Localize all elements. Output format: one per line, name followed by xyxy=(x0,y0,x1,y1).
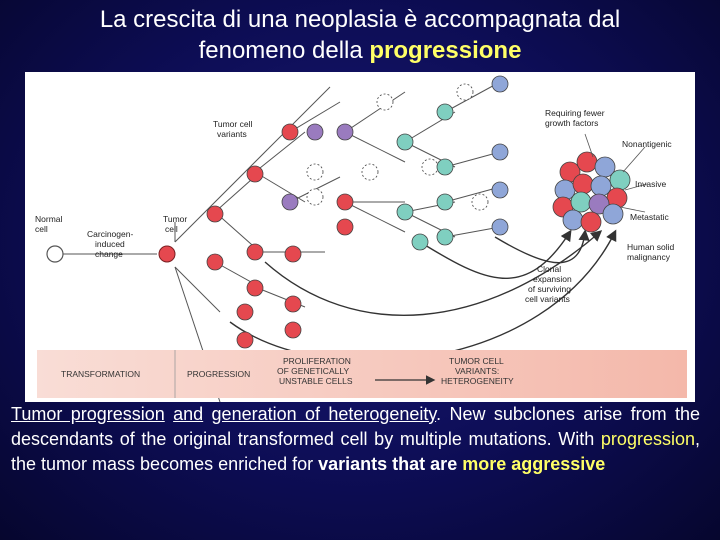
label-carcinogen-1: Carcinogen- xyxy=(87,229,133,239)
caption-part-7: progression xyxy=(600,429,695,449)
band-transformation: TRANSFORMATION xyxy=(61,369,140,379)
title-line-2-prefix: fenomeno della xyxy=(198,37,370,64)
label-clonal-3: of surviving xyxy=(528,284,571,294)
band-prolif-3: UNSTABLE CELLS xyxy=(279,376,353,386)
label-carcinogen-3: change xyxy=(95,249,123,259)
label-metastatic: Metastatic xyxy=(630,212,669,222)
label-malignancy-1: Human solid xyxy=(627,242,675,252)
caption-part-4 xyxy=(203,404,211,424)
slide-title: La crescita di una neoplasia è accompagn… xyxy=(0,4,720,66)
label-normal-cell-1: Normal xyxy=(35,214,63,224)
label-tumor-cell-1: Tumor xyxy=(163,214,187,224)
label-variants-2: variants xyxy=(217,129,247,139)
band-progression: PROGRESSION xyxy=(187,369,250,379)
tumor-progression-figure: Normal cell Carcinogen- induced change T… xyxy=(25,72,695,402)
label-carcinogen-2: induced xyxy=(95,239,125,249)
tumor-mass xyxy=(552,151,631,233)
tumor-cell xyxy=(158,245,176,263)
label-clonal-1: Clonal xyxy=(537,264,561,274)
normal-cell xyxy=(46,245,64,263)
title-line-1: La crescita di una neoplasia è accompagn… xyxy=(99,6,621,33)
label-fewer-1: Requiring fewer xyxy=(545,108,605,118)
label-clonal-2: expansion xyxy=(533,274,572,284)
caption: Tumor progression and generation of hete… xyxy=(11,402,700,477)
label-clonal-4: cell variants xyxy=(525,294,570,304)
caption-part-10: more aggressive xyxy=(462,454,606,474)
caption-part-8: , the tumor mass becomes enriched for xyxy=(11,429,700,474)
band-variants-1: TUMOR CELL xyxy=(449,356,504,366)
band-prolif-1: PROLIFERATION xyxy=(283,356,351,366)
caption-part-3: and xyxy=(173,404,204,424)
caption-part-1: Tumor progression xyxy=(11,404,165,424)
caption-part-5: generation of heterogeneity xyxy=(211,404,437,424)
stage-band xyxy=(37,350,687,398)
label-nonantigenic: Nonantigenic xyxy=(622,139,672,149)
label-invasive: Invasive xyxy=(635,179,666,189)
label-malignancy-2: malignancy xyxy=(627,252,671,262)
label-fewer-2: growth factors xyxy=(545,118,598,128)
caption-part-6: . New subclones arise from the descendan… xyxy=(11,404,700,449)
label-variants-1: Tumor cell xyxy=(213,119,252,129)
band-prolif-2: OF GENETICALLY xyxy=(277,366,349,376)
label-tumor-cell-2: cell xyxy=(165,224,178,234)
title-line-2: fenomeno della progressione xyxy=(0,35,720,66)
caption-part-9: variants that are xyxy=(318,454,463,474)
descendant-cells xyxy=(206,75,509,349)
band-variants-3: HETEROGENEITY xyxy=(441,376,514,386)
figure-svg: Normal cell Carcinogen- induced change T… xyxy=(35,75,687,402)
label-normal-cell-2: cell xyxy=(35,224,48,234)
title-highlight: progressione xyxy=(369,37,522,64)
mass-pointers xyxy=(584,133,648,213)
caption-part-2 xyxy=(165,404,173,424)
band-variants-2: VARIANTS: xyxy=(455,366,499,376)
